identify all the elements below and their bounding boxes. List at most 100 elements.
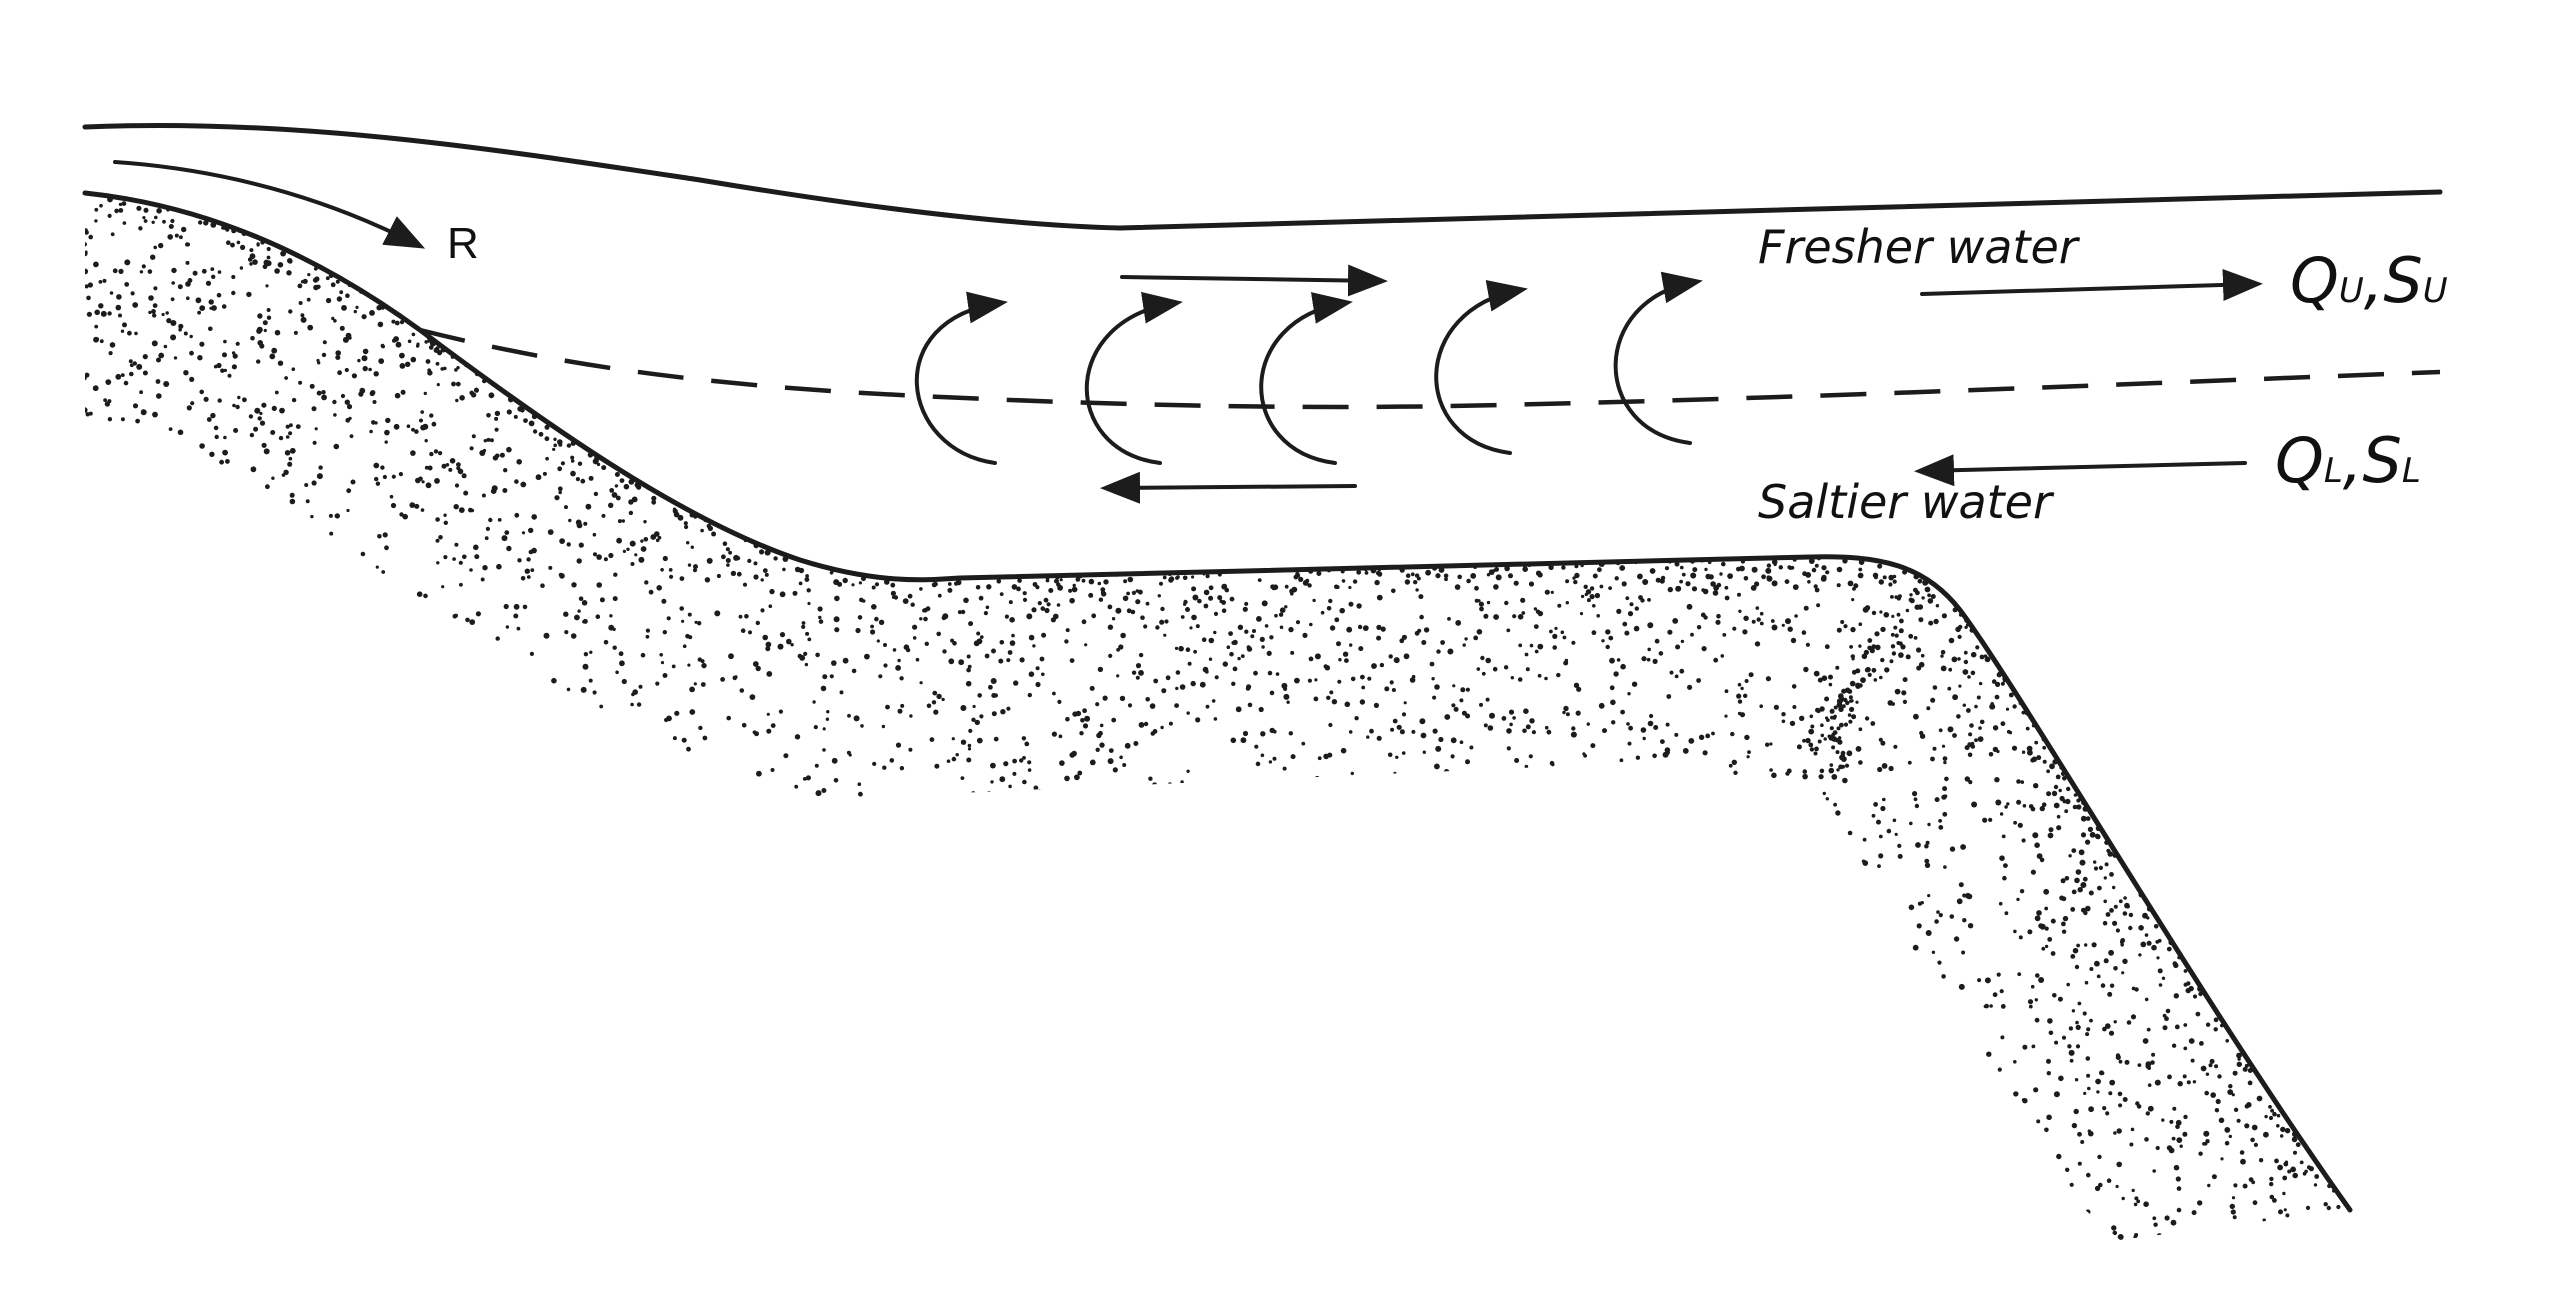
- sediment-dot: [2008, 730, 2013, 735]
- sediment-dot: [1436, 649, 1441, 654]
- sediment-dot: [826, 710, 830, 714]
- sediment-dot: [1512, 614, 1517, 619]
- sediment-dot: [2168, 1282, 2171, 1285]
- sediment-dot: [1858, 760, 1863, 765]
- sediment-dot: [1503, 665, 1509, 670]
- sediment-dot: [384, 440, 388, 444]
- sediment-dot: [722, 541, 728, 546]
- sediment-dot: [1968, 732, 1973, 737]
- sediment-dot: [1728, 763, 1733, 768]
- sediment-dot: [1356, 603, 1362, 609]
- sediment-dot: [1077, 770, 1083, 776]
- sediment-dot: [1185, 647, 1191, 652]
- sediment-dot: [1956, 898, 1963, 905]
- sediment-dot: [1681, 572, 1686, 577]
- sediment-dot: [1286, 700, 1290, 704]
- sediment-dot: [261, 402, 267, 408]
- sediment-dot: [618, 651, 624, 657]
- sediment-dot: [2153, 1222, 2158, 1227]
- sediment-dot: [2062, 776, 2067, 781]
- sediment-dot: [749, 694, 756, 700]
- sediment-dot: [288, 431, 293, 436]
- sediment-dot: [2033, 783, 2039, 789]
- sediment-dot: [1796, 744, 1802, 750]
- sediment-dot: [1914, 803, 1920, 809]
- sediment-dot: [227, 373, 232, 378]
- sediment-dot: [960, 609, 966, 615]
- sediment-dot: [2036, 910, 2042, 916]
- sediment-dot: [2203, 1142, 2208, 1146]
- sediment-dot: [2157, 1268, 2161, 1272]
- sediment-dot: [1191, 614, 1197, 621]
- sediment-dot: [1091, 613, 1097, 619]
- sediment-dot: [2072, 804, 2078, 810]
- sediment-dot: [2302, 1171, 2307, 1176]
- sediment-dot: [499, 452, 505, 458]
- sediment-dot: [842, 577, 848, 584]
- sediment-dot: [2154, 1079, 2161, 1086]
- sediment-dot: [1296, 573, 1301, 578]
- sediment-dot: [535, 474, 542, 481]
- sediment-dot: [2336, 1204, 2341, 1210]
- sediment-dot: [2326, 1205, 2331, 1211]
- sediment-dot: [85, 242, 88, 247]
- sediment-dot: [1647, 720, 1654, 727]
- sediment-dot: [1898, 628, 1904, 634]
- sediment-dot: [1744, 679, 1749, 683]
- sediment-dot: [1628, 725, 1633, 731]
- sediment-dot: [1759, 704, 1763, 708]
- sediment-dot: [2250, 1137, 2255, 1143]
- sediment-dot: [2084, 980, 2089, 985]
- sediment-dot: [141, 264, 146, 269]
- sediment-dot: [1921, 596, 1925, 600]
- sediment-dot: [1518, 643, 1523, 648]
- sediment-dot: [346, 488, 352, 494]
- sediment-dot: [1641, 656, 1647, 662]
- sediment-dot: [2004, 805, 2008, 809]
- sediment-dot: [2133, 1202, 2138, 1207]
- sediment-dot: [257, 340, 264, 346]
- sediment-dot: [163, 381, 170, 387]
- sediment-dot: [799, 655, 806, 661]
- sediment-dot: [2071, 1122, 2078, 1129]
- sediment-dot: [1048, 588, 1054, 593]
- sediment-dot: [1064, 639, 1069, 644]
- sediment-dot: [2054, 1040, 2059, 1045]
- sediment-dot: [434, 478, 440, 484]
- sediment-dot: [1101, 591, 1107, 597]
- sediment-dot: [812, 700, 816, 704]
- sediment-dot: [1291, 586, 1298, 593]
- sediment-dot: [2155, 940, 2160, 944]
- sediment-dot: [732, 675, 738, 681]
- sediment-dot: [2176, 1186, 2182, 1191]
- sediment-dot: [2058, 1075, 2064, 1082]
- sediment-dot: [1017, 578, 1022, 583]
- sediment-dot: [1620, 709, 1625, 715]
- sediment-dot: [1696, 678, 1701, 683]
- sediment-dot: [1619, 565, 1626, 571]
- sediment-dot: [1979, 719, 1985, 725]
- sediment-dot: [2251, 1124, 2258, 1131]
- sediment-dot: [1344, 701, 1351, 708]
- sediment-dot: [553, 437, 557, 441]
- sediment-dot: [1805, 642, 1810, 647]
- sediment-dot: [2167, 1074, 2172, 1080]
- sediment-dot: [1737, 682, 1742, 687]
- sediment-dot: [187, 278, 193, 283]
- sediment-dot: [1380, 626, 1386, 632]
- sediment-dot: [1574, 572, 1580, 579]
- sediment-dot: [1283, 686, 1288, 692]
- sediment-dot: [1879, 675, 1883, 680]
- sediment-dot: [1342, 651, 1349, 657]
- sediment-dot: [1348, 730, 1353, 734]
- sediment-dot: [1667, 586, 1674, 593]
- sediment-dot: [1323, 664, 1328, 669]
- sediment-dot: [425, 359, 431, 364]
- sediment-dot: [932, 690, 938, 696]
- sediment-dot: [1401, 634, 1407, 640]
- sediment-dot: [2044, 926, 2049, 931]
- sediment-dot: [2115, 1054, 2121, 1060]
- sediment-dot: [1428, 772, 1435, 779]
- sediment-dot: [1230, 737, 1237, 744]
- lower-s: S: [2362, 424, 2401, 497]
